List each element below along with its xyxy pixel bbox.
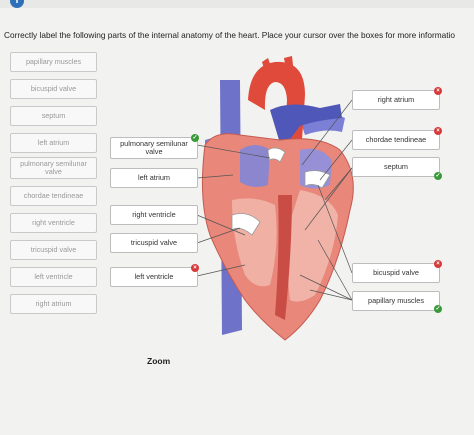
drop-target-left-3[interactable]: right ventricle [110,205,198,225]
bank-item-left-ventricle[interactable]: left ventricle [10,267,97,287]
drop-target-left-2[interactable]: left atrium [110,168,198,188]
leader-lines [196,99,353,301]
check-icon: ✓ [434,172,442,180]
bank-item-papillary-muscles[interactable]: papillary muscles [10,52,97,72]
drop-target-right-3[interactable]: septum [352,157,440,177]
check-icon: ✓ [434,305,442,313]
pulmonary-valve-shape [267,147,286,163]
bank-item-right-ventricle[interactable]: right ventricle [10,213,97,233]
tricuspid-valve-shape [231,213,261,236]
x-icon: × [434,127,442,135]
aortic-branch-2-shape [284,56,294,75]
check-icon: ✓ [191,134,199,142]
aortic-branch-shape [262,58,273,74]
drop-target-left-4[interactable]: tricuspid valve [110,233,198,253]
bank-item-septum[interactable]: septum [10,106,97,126]
drop-target-left-5[interactable]: left ventricle [110,267,198,287]
bank-item-bicuspid-valve[interactable]: bicuspid valve [10,79,97,99]
info-icon[interactable]: i [10,0,24,8]
bank-item-left-atrium[interactable]: left atrium [10,133,97,153]
septum-shape [275,195,292,320]
drop-target-right-2[interactable]: chordae tendineae [352,130,440,150]
bank-item-chordae-tendineae[interactable]: chordae tendineae [10,186,97,206]
right-atrium-shape [240,145,270,187]
x-icon: × [191,264,199,272]
drop-target-left-1[interactable]: pulmonary semilunar valve [110,137,198,159]
left-ventricle-chamber-shape [287,190,338,302]
zoom-button[interactable]: Zoom [147,356,171,366]
bank-item-tricuspid-valve[interactable]: tricuspid valve [10,240,97,260]
x-icon: × [434,87,442,95]
x-icon: × [434,260,442,268]
drop-target-right-5[interactable]: papillary muscles [352,291,440,311]
pulmonary-trunk-shape [270,104,342,150]
top-bar [0,0,474,8]
drop-target-right-1[interactable]: right atrium [352,90,440,110]
bank-item-right-atrium[interactable]: right atrium [10,294,97,314]
instructions: Correctly label the following parts of t… [4,30,456,40]
bank-item-pulmonary-semilunar-valve[interactable]: pulmonary semilunar valve [10,157,97,179]
drop-target-right-4[interactable]: bicuspid valve [352,263,440,283]
